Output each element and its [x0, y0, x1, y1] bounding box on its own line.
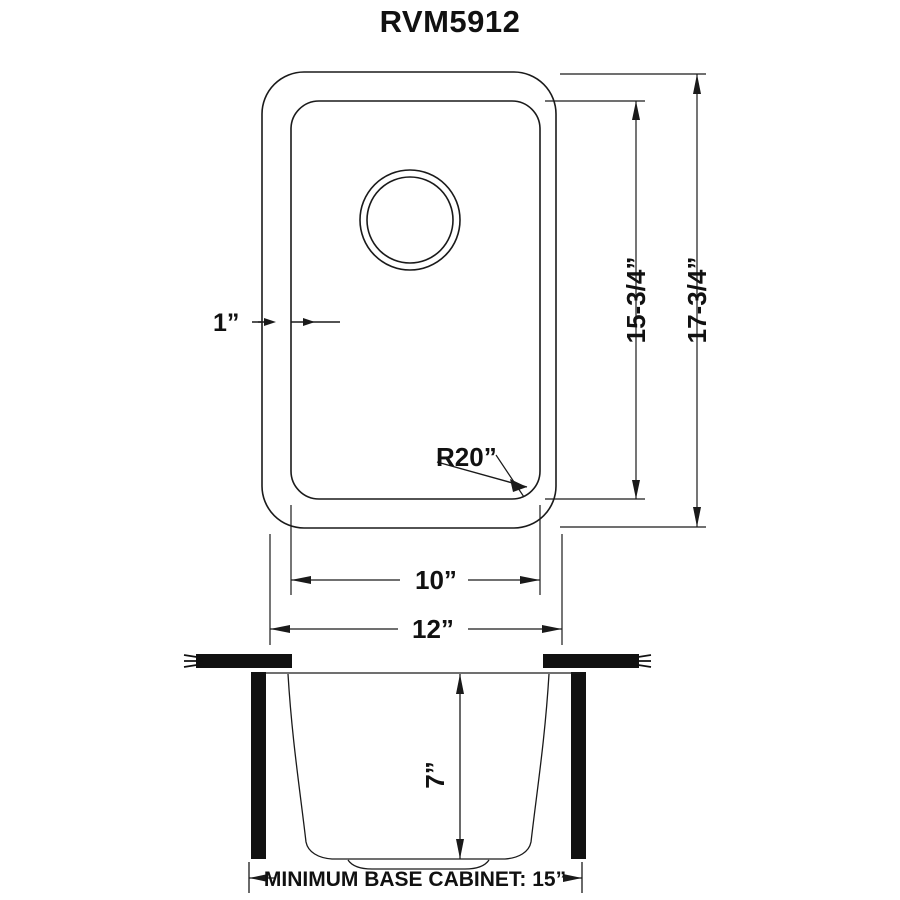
break-hatch-right-icon [631, 654, 652, 668]
dimension-inner-height: 15-3/4” [545, 100, 651, 500]
dimension-rim-width: 1” [213, 309, 340, 337]
dimension-label-bowl-depth: 7” [420, 761, 450, 788]
bowl-profile [287, 673, 550, 860]
section-view: 7” MINIMUM BASE CABINET: 15” [183, 654, 652, 893]
break-hatch-left-icon [183, 654, 204, 668]
cabinet-wall-right [571, 672, 586, 859]
dimension-minimum-base-cabinet: MINIMUM BASE CABINET: 15” [248, 862, 583, 893]
dimension-corner-radius: R20” [436, 442, 528, 498]
cabinet-wall-left [251, 672, 266, 859]
dimension-outer-width: 12” [269, 534, 563, 645]
dimension-inner-width: 10” [290, 505, 541, 595]
dimension-label-outer-height: 17-3/4” [682, 257, 712, 344]
dimension-outer-height: 17-3/4” [560, 73, 712, 528]
page-title: RVM5912 [379, 4, 521, 39]
dimension-label-inner-width: 10” [415, 565, 457, 595]
drain-outer-ring-icon [359, 169, 461, 271]
dimension-label-outer-width: 12” [412, 614, 454, 644]
inner-bowl-outline [290, 100, 541, 500]
countertop-right [543, 654, 639, 668]
dimension-label-minimum-base-cabinet: MINIMUM BASE CABINET: 15” [264, 868, 566, 891]
countertop-left [196, 654, 292, 668]
drain-inner-ring-icon [366, 176, 454, 264]
dimension-label-inner-height: 15-3/4” [621, 257, 651, 344]
outer-rim-outline [261, 71, 557, 529]
dimension-label-rim-width: 1” [213, 309, 239, 337]
top-view [261, 71, 557, 529]
dimension-bowl-depth: 7” [420, 674, 464, 859]
bowl-base-foot [347, 859, 490, 870]
dimension-label-corner-radius: R20” [436, 442, 497, 472]
